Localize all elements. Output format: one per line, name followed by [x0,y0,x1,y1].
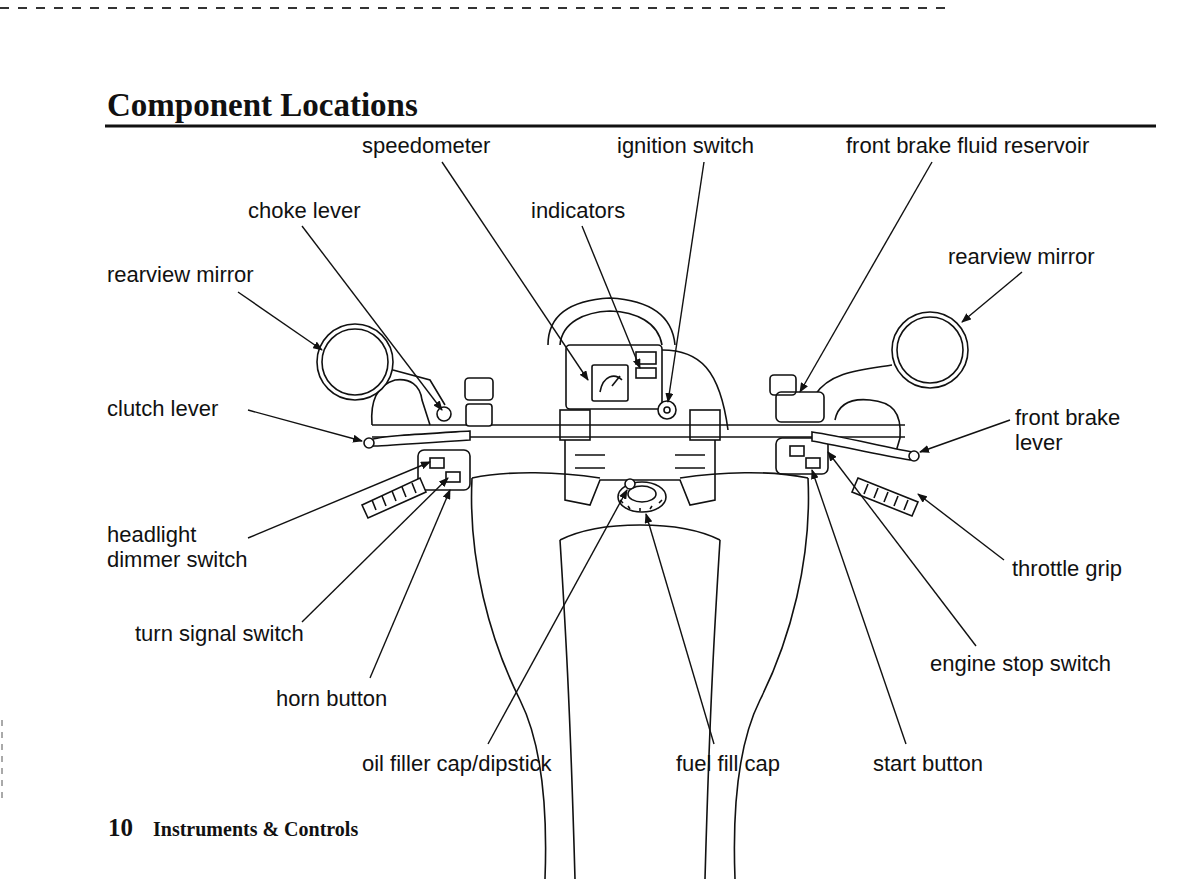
part-label: choke lever [248,198,361,223]
part-label: engine stop switch [930,651,1111,676]
part-label: rearview mirror [948,244,1095,269]
part-label: front brake fluid reservoir [846,133,1089,158]
part-label: fuel fill cap [676,751,780,776]
part-label: clutch lever [107,396,218,421]
page-title: Component Locations [107,86,418,124]
page-dash-rule [0,7,950,9]
page-number: 10 [108,814,133,842]
margin-dash [2,720,3,800]
part-label: start button [873,751,983,776]
part-label: speedometer [362,133,490,158]
title-rule [105,125,1156,128]
part-label: turn signal switch [135,621,304,646]
handlebar-drawing [317,298,968,879]
part-label: ignition switch [617,133,754,158]
part-label: oil filler cap/dipstick [362,751,552,776]
part-label: throttle grip [1012,556,1122,581]
part-label: front brake lever [1015,405,1143,455]
part-label: indicators [531,198,625,223]
part-label: headlight dimmer switch [107,522,265,572]
part-label: horn button [276,686,387,711]
part-label: rearview mirror [107,262,254,287]
leader-lines [238,162,1022,744]
section-name: Instruments & Controls [153,818,358,841]
